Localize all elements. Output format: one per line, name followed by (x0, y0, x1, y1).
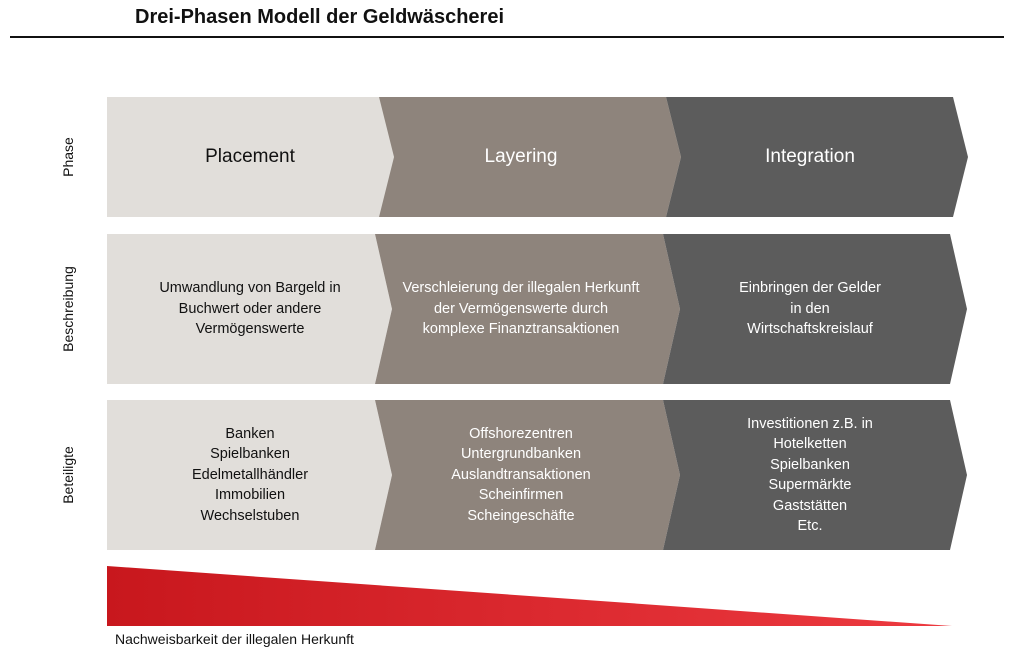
beteiligte-placement-list: Banken Spielbanken Edelmetallhändler Imm… (191, 425, 309, 524)
beschreibung-placement-cell: Umwandlung von Bargeld in Buchwert oder … (107, 234, 393, 384)
row-label-beteiligte: Beteiligte (60, 446, 76, 504)
page-title: Drei-Phasen Modell der Geldwäscherei (135, 6, 505, 28)
traceability-wedge (107, 566, 952, 626)
row-label-phase: Phase (60, 137, 76, 177)
beschreibung-layering-cell: Verschleierung der illegalen Herkunft de… (380, 234, 662, 384)
beteiligte-integration-list: Investitionen z.B. in Hotelketten Spielb… (747, 415, 873, 535)
beteiligte-layering-shape (375, 400, 680, 550)
beschreibung-placement-shape (107, 234, 392, 384)
phase-integration-cell: Integration (662, 97, 958, 217)
beschreibung-layering-text: Verschleierung der illegalen Herkunft de… (402, 280, 640, 338)
beschreibung-integration-cell: Einbringen der Gelder in den Wirtschafts… (662, 234, 958, 384)
phase-integration-shape (666, 97, 968, 217)
beschreibung-integration-shape (663, 234, 967, 384)
beteiligte-placement-shape (107, 400, 392, 550)
traceability-label: Nachweisbarkeit der illegalen Herkunft (115, 631, 354, 647)
beschreibung-placement-text: Umwandlung von Bargeld in Buchwert oder … (159, 280, 341, 338)
phase-integration-label: Integration (765, 146, 855, 167)
beteiligte-layering-cell: Offshorezentren Untergrundbanken Ausland… (380, 400, 662, 550)
beschreibung-layering-shape (375, 234, 680, 384)
phase-layering-shape (379, 97, 681, 217)
phase-layering-label: Layering (484, 146, 558, 167)
phase-placement-shape (107, 97, 394, 217)
row-label-beschreibung: Beschreibung (60, 266, 76, 352)
beteiligte-placement-cell: Banken Spielbanken Edelmetallhändler Imm… (107, 400, 393, 550)
beteiligte-layering-list: Offshorezentren Untergrundbanken Ausland… (451, 425, 591, 524)
beschreibung-integration-text: Einbringen der Gelder in den Wirtschafts… (739, 280, 881, 338)
phase-layering-cell: Layering (380, 97, 662, 217)
beteiligte-integration-cell: Investitionen z.B. in Hotelketten Spielb… (662, 400, 958, 550)
phase-placement-label: Placement (205, 146, 295, 167)
title-divider (10, 36, 1004, 38)
beteiligte-integration-shape (663, 400, 967, 550)
phase-placement-cell: Placement (107, 97, 393, 217)
